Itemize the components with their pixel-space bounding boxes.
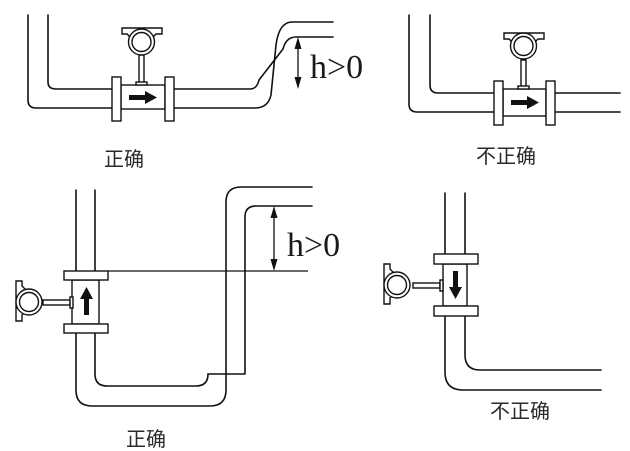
meter-flange-right [164,76,175,122]
meter-flange-top [63,270,109,281]
pipe-inner-wall [47,14,334,90]
transmitter-stem [138,54,145,84]
transmitter-nut [517,85,530,90]
panel-bottom-left: h>0 正确 [15,186,340,451]
meter-flange-right [545,80,556,126]
dimension-label: h>0 [287,227,340,264]
transmitter-stem [412,282,441,289]
flow-arrow-up-icon [80,287,93,315]
verdict-label: 正确 [104,147,144,171]
height-dimension [270,206,278,271]
height-dimension [294,37,302,89]
meter-flange-left [493,80,504,126]
transmitter-display [513,35,534,57]
flow-arrow-right-icon [129,91,157,104]
transmitter-display [18,291,40,313]
meter-flange-left [111,76,122,122]
pipe-outer-wall [27,14,334,109]
flow-arrow-down-icon [449,271,462,299]
pipe-outer-wall [75,186,313,407]
pipe-outer-wall [408,14,621,113]
pipe-inner-wall [464,192,602,371]
meter-flange-top [433,253,479,265]
flowmeter [493,32,556,126]
flow-arrow-right-icon [511,96,539,109]
transmitter-nut [135,81,148,86]
verdict-label: 正确 [126,427,166,451]
flowmeter [383,253,479,317]
meter-flange-bottom [433,305,479,317]
verdict-label: 不正确 [476,144,536,168]
pipe-inner-wall [429,14,621,94]
flowmeter [111,27,175,122]
transmitter-nut [439,279,444,292]
verdict-label: 不正确 [490,399,550,423]
transmitter-display [131,31,152,53]
panel-top-right: 不正确 [408,14,621,168]
flowmeter [15,270,109,334]
transmitter-stem [42,299,71,306]
pipe-outer-wall [444,192,602,391]
transmitter-nut [69,296,74,309]
meter-flange-bottom [63,323,109,334]
pipe-inner-wall [94,189,313,387]
transmitter-display [386,274,408,296]
panel-bottom-right: 不正确 [383,192,602,423]
dimension-label: h>0 [310,49,363,86]
panel-top-left: h>0 正确 [27,14,363,171]
transmitter-stem [520,59,527,88]
